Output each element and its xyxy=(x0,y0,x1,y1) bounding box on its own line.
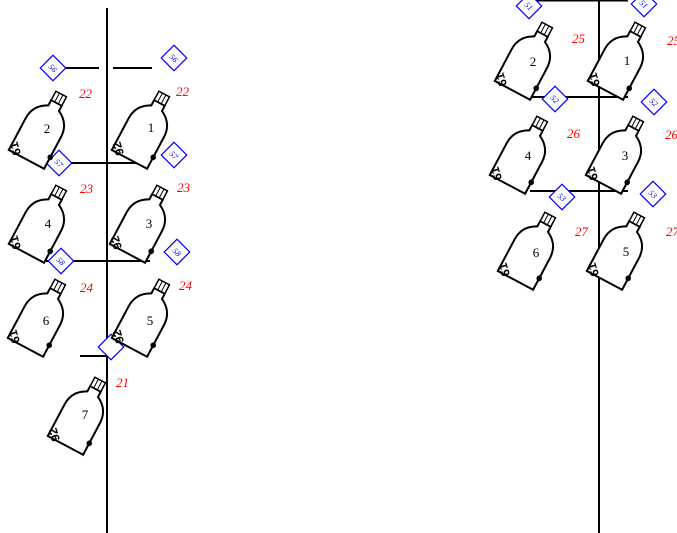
nozzle-red-label: 26 xyxy=(567,126,581,141)
nozzle-red-label: 22 xyxy=(79,86,93,101)
nozzle-number: 4 xyxy=(525,148,532,163)
nozzle-right-1[interactable]: 61 xyxy=(581,13,660,106)
nozzle-red-label: 27 xyxy=(575,224,589,239)
valve-right-53b[interactable]: 53 xyxy=(640,181,665,206)
nozzle-left-6[interactable]: 61 xyxy=(1,270,80,363)
valve-right-51a[interactable]: 51 xyxy=(516,0,541,19)
nozzle-right-4[interactable]: 61 xyxy=(483,107,562,200)
nozzle-number: 4 xyxy=(45,216,52,231)
valve-left-56a[interactable]: 56 xyxy=(40,55,65,80)
nozzle-number: 2 xyxy=(44,121,51,136)
valve-right-52a[interactable]: 52 xyxy=(542,86,567,111)
valve-left-56b[interactable]: 56 xyxy=(161,45,186,70)
nozzle-number: 3 xyxy=(622,148,629,163)
nozzle-number: 6 xyxy=(43,313,50,328)
nozzle-red-label: 24 xyxy=(80,280,94,295)
nozzle-number: 5 xyxy=(147,313,154,328)
valve-left-57b[interactable]: 57 xyxy=(161,142,186,167)
nozzle-right-5[interactable]: 61 xyxy=(580,203,659,296)
nozzle-number: 5 xyxy=(623,244,630,259)
nozzle-number: 3 xyxy=(146,216,153,231)
nozzle-right-3[interactable]: 61 xyxy=(579,107,658,200)
valve-left-58b[interactable]: 58 xyxy=(164,239,189,264)
valve-right-52b[interactable]: 52 xyxy=(641,89,666,114)
nozzle-number: 6 xyxy=(533,245,540,260)
nozzle-number: 2 xyxy=(530,54,537,69)
nozzle-red-label: 23 xyxy=(80,181,94,196)
nozzle-left-7[interactable]: 92 xyxy=(41,368,120,461)
nozzle-number: 1 xyxy=(148,120,155,135)
nozzle-red-label: 23 xyxy=(177,180,191,195)
valve-right-53a[interactable]: 53 xyxy=(549,184,574,209)
nozzle-red-label: 25 xyxy=(667,33,677,48)
nozzle-red-label: 24 xyxy=(179,278,193,293)
nozzle-red-label: 22 xyxy=(176,84,190,99)
nozzle-number: 1 xyxy=(624,53,631,68)
nozzle-number: 7 xyxy=(82,407,89,422)
nozzle-left-4[interactable]: 61 xyxy=(2,176,81,269)
nozzle-red-label: 21 xyxy=(116,375,129,390)
valve-right-51b[interactable]: 51 xyxy=(631,0,656,17)
nozzle-red-label: 25 xyxy=(572,31,586,46)
nozzle-red-label: 27 xyxy=(666,224,677,239)
nozzle-red-label: 26 xyxy=(665,127,677,142)
nozzle-right-6[interactable]: 61 xyxy=(491,203,570,296)
